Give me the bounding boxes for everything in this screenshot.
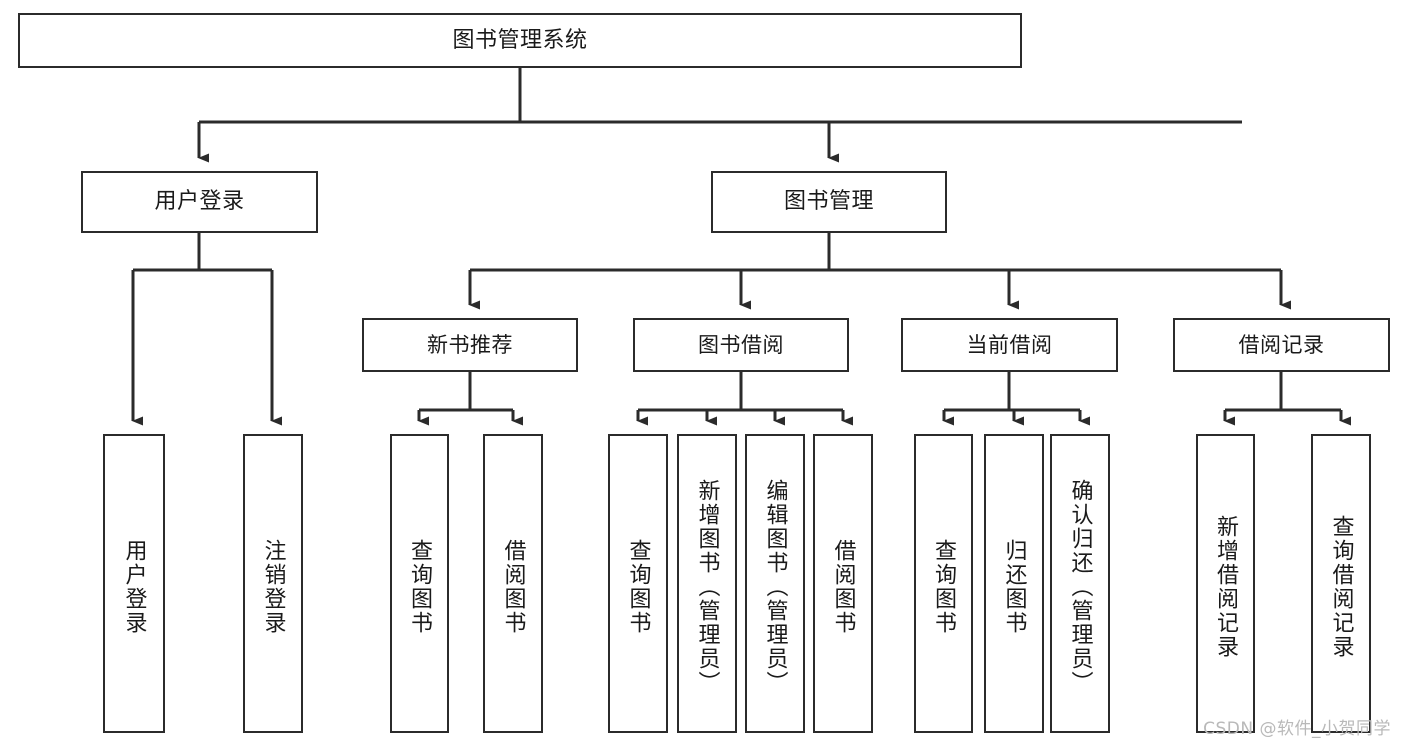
node-leaf-borrow-book[interactable]: 借阅图书	[813, 434, 873, 733]
node-leaf-add-borrow-record[interactable]: 新增借阅记录	[1196, 434, 1255, 733]
node-leaf-query-borrow-record-label: 查询借阅记录	[1328, 514, 1354, 659]
node-leaf-add-book-admin[interactable]: 新增图书（管理员）	[677, 434, 737, 733]
node-leaf-confirm-return-admin-label: 确认归还（管理员）	[1067, 478, 1093, 695]
node-leaf-query-book-cur[interactable]: 查询图书	[914, 434, 973, 733]
node-leaf-query-book-borrow[interactable]: 查询图书	[608, 434, 668, 733]
node-current-borrow-label: 当前借阅	[966, 332, 1053, 357]
node-book-manage[interactable]: 图书管理	[711, 171, 947, 233]
node-root[interactable]: 图书管理系统	[18, 13, 1022, 68]
node-leaf-return-book-label: 归还图书	[1001, 538, 1027, 635]
node-leaf-add-borrow-record-label: 新增借阅记录	[1213, 514, 1239, 659]
node-leaf-user-login[interactable]: 用户登录	[103, 434, 165, 733]
node-leaf-query-book-rec-label: 查询图书	[407, 538, 433, 635]
node-leaf-logout-label: 注销登录	[260, 538, 286, 635]
node-leaf-borrow-book-rec-label: 借阅图书	[500, 538, 526, 635]
node-borrow-record-label: 借阅记录	[1238, 332, 1325, 357]
node-leaf-borrow-book-rec[interactable]: 借阅图书	[483, 434, 543, 733]
node-root-label: 图书管理系统	[452, 27, 588, 53]
node-borrow-record[interactable]: 借阅记录	[1173, 318, 1390, 372]
node-new-book-rec-label: 新书推荐	[427, 332, 513, 357]
node-leaf-query-borrow-record[interactable]: 查询借阅记录	[1311, 434, 1371, 733]
node-leaf-add-book-admin-label: 新增图书（管理员）	[694, 478, 720, 695]
node-new-book-rec[interactable]: 新书推荐	[362, 318, 578, 372]
node-leaf-edit-book-admin[interactable]: 编辑图书（管理员）	[745, 434, 805, 733]
node-leaf-edit-book-admin-label: 编辑图书（管理员）	[762, 478, 788, 695]
node-user-login-label: 用户登录	[154, 189, 245, 215]
node-leaf-query-book-borrow-label: 查询图书	[625, 538, 651, 635]
node-leaf-user-login-label: 用户登录	[121, 538, 147, 635]
node-leaf-query-book-cur-label: 查询图书	[931, 538, 957, 635]
node-book-manage-label: 图书管理	[783, 189, 874, 215]
node-leaf-query-book-rec[interactable]: 查询图书	[390, 434, 449, 733]
node-leaf-confirm-return-admin[interactable]: 确认归还（管理员）	[1050, 434, 1110, 733]
node-book-borrow-label: 图书借阅	[698, 332, 784, 357]
node-leaf-return-book[interactable]: 归还图书	[984, 434, 1044, 733]
node-leaf-logout[interactable]: 注销登录	[243, 434, 303, 733]
node-user-login[interactable]: 用户登录	[81, 171, 318, 233]
node-current-borrow[interactable]: 当前借阅	[901, 318, 1118, 372]
node-leaf-borrow-book-label: 借阅图书	[830, 538, 856, 635]
node-book-borrow[interactable]: 图书借阅	[633, 318, 849, 372]
